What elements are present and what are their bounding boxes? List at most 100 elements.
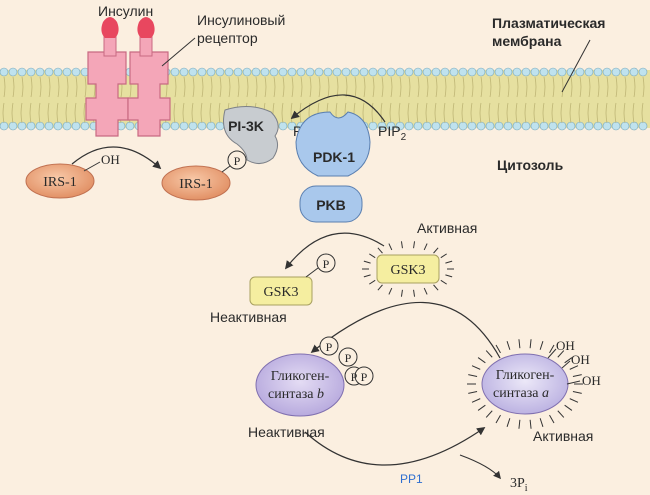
- membrane-tail: [56, 76, 60, 124]
- gs-b-p3-label: P: [351, 370, 358, 384]
- glow-ray: [549, 414, 555, 424]
- pip-conversion-arrow: [290, 94, 386, 123]
- glow-ray: [564, 404, 573, 411]
- membrane-bead: [278, 121, 288, 131]
- receptor-label-line1: Инсулиновый: [197, 12, 285, 28]
- receptor-right-subunit: [127, 51, 171, 137]
- membrane-bead: [368, 67, 378, 77]
- membrane-bead: [0, 121, 9, 131]
- membrane-bead: [197, 121, 207, 131]
- membrane-label-line1: Плазматическая: [492, 15, 605, 31]
- membrane-bead: [26, 67, 36, 77]
- pi3k-label: PI-3K: [228, 118, 264, 134]
- gs-a-oh3-bond: [566, 380, 581, 385]
- glycogen-synthase-a: [481, 353, 569, 415]
- membrane-tail: [614, 76, 618, 124]
- membrane-bead: [431, 67, 441, 77]
- membrane-tail: [200, 76, 204, 124]
- membrane-tail: [416, 76, 420, 124]
- glow-ray: [495, 344, 501, 354]
- pi-release-arrow: [459, 454, 501, 480]
- membrane-bead: [53, 121, 63, 131]
- glow-ray: [518, 419, 521, 429]
- membrane-bead: [440, 121, 450, 131]
- gs-b-state: Неактивная: [248, 424, 325, 440]
- membrane-pointer-line: [561, 39, 591, 93]
- membrane-tail: [488, 76, 492, 124]
- pp1-label: PP1: [400, 472, 423, 486]
- pdk1-enzyme: [295, 111, 371, 177]
- membrane-lipid-tails: [2, 76, 645, 124]
- membrane-bead: [494, 67, 504, 77]
- gs-a-line2: синтаза a: [493, 386, 549, 401]
- membrane-bead: [530, 67, 540, 77]
- membrane-bead: [341, 67, 351, 77]
- membrane-bead: [26, 121, 36, 131]
- membrane-tail: [218, 76, 222, 124]
- glow-ray: [433, 247, 439, 254]
- gs-a-oh2-bond: [561, 360, 571, 369]
- membrane-bead: [539, 121, 549, 131]
- irs1-right: [161, 165, 231, 201]
- membrane-bead: [251, 67, 261, 77]
- gs-b-p4-label: P: [361, 370, 368, 384]
- gs-a-active-glow: [467, 339, 583, 429]
- membrane-bead: [287, 67, 297, 77]
- membrane-bead: [8, 67, 18, 77]
- membrane-tail: [2, 76, 6, 124]
- membrane-bead: [620, 67, 630, 77]
- membrane-tail: [479, 76, 483, 124]
- membrane-bead: [467, 67, 477, 77]
- membrane-bead: [593, 67, 603, 77]
- gsk3-active-label: GSK3: [390, 263, 425, 278]
- membrane-bead: [359, 67, 369, 77]
- membrane-tail: [209, 76, 213, 124]
- glow-ray: [549, 344, 555, 354]
- gsk3-active-glow: [362, 241, 454, 297]
- membrane-tail: [182, 76, 186, 124]
- membrane-bead: [332, 67, 342, 77]
- glow-ray: [506, 341, 511, 350]
- glow-ray: [388, 243, 393, 251]
- membrane-bead: [62, 67, 72, 77]
- membrane-bead: [629, 67, 639, 77]
- gs-a-state: Активная: [533, 428, 593, 444]
- membrane-bead: [575, 121, 585, 131]
- membrane-bead: [206, 67, 216, 77]
- glycogen-synthase-b: [255, 353, 345, 417]
- membrane-bead: [611, 121, 621, 131]
- glow-ray: [369, 253, 376, 259]
- glow-ray: [495, 414, 501, 424]
- membrane-bead: [44, 67, 54, 77]
- glow-ray: [471, 365, 481, 370]
- membrane-bead: [584, 121, 594, 131]
- membrane-tail: [605, 76, 609, 124]
- gs-a-letter: a: [542, 386, 549, 401]
- membrane-tail: [47, 76, 51, 124]
- membrane-tail: [596, 76, 600, 124]
- glow-ray: [400, 241, 403, 249]
- membrane-bead: [215, 121, 225, 131]
- membrane-bead: [404, 67, 414, 77]
- irs1-right-label: IRS-1: [179, 177, 212, 192]
- glow-ray: [377, 284, 383, 291]
- membrane-bead: [125, 121, 135, 131]
- glow-ray: [445, 260, 453, 264]
- pkb-to-gsk3-arrow: [284, 232, 385, 270]
- glow-ray: [445, 274, 453, 278]
- insulin-molecule-right: [137, 17, 155, 38]
- membrane-bead: [80, 121, 90, 131]
- membrane-tail: [281, 76, 285, 124]
- membrane-bead: [602, 121, 612, 131]
- membrane-bead: [35, 121, 45, 131]
- membrane-bead: [575, 67, 585, 77]
- glow-ray: [539, 418, 544, 427]
- gs-a-hydroxyls: OH OH OH: [547, 338, 601, 388]
- membrane-tail: [560, 76, 564, 124]
- membrane-bead: [161, 121, 171, 131]
- irs1-p-bond: [221, 165, 231, 173]
- membrane-bead: [323, 67, 333, 77]
- gs-b-phosphates: P P P P: [319, 336, 374, 386]
